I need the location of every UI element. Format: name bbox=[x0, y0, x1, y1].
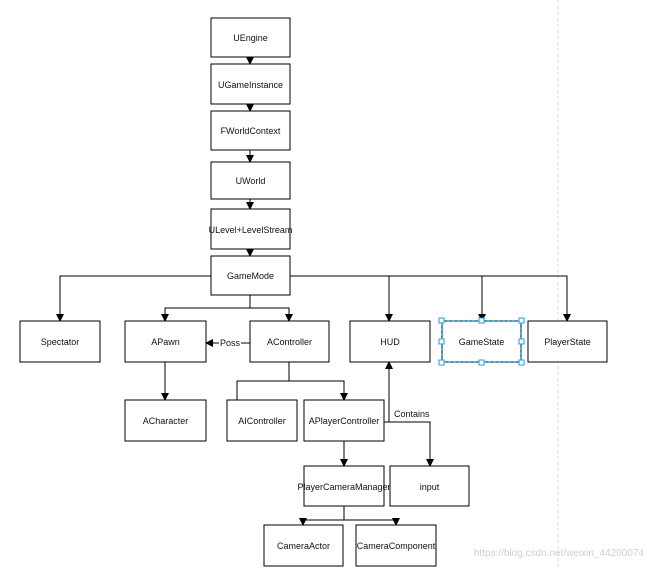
node-gamestate-label: GameState bbox=[459, 337, 505, 347]
node-input[interactable]: input bbox=[389, 465, 470, 507]
node-playerstate[interactable]: PlayerState bbox=[527, 320, 608, 363]
node-playercameramanager-label: PlayerCameraManager bbox=[297, 482, 390, 492]
node-input-label: input bbox=[420, 482, 440, 492]
selection-handle[interactable] bbox=[438, 338, 445, 345]
node-spectator-label: Spectator bbox=[41, 337, 80, 347]
edge-acontroller-aicontroller[interactable] bbox=[236, 380, 289, 400]
node-cameraactor[interactable]: CameraActor bbox=[263, 524, 344, 567]
node-uworld[interactable]: UWorld bbox=[210, 161, 291, 200]
edge-label-contains-text: Contains bbox=[394, 409, 430, 419]
edge-gamemode-gamestate[interactable] bbox=[389, 275, 486, 322]
edge-aplayercontroller-input[interactable] bbox=[389, 421, 434, 467]
node-uworld-label: UWorld bbox=[236, 176, 266, 186]
selection-handle[interactable] bbox=[518, 317, 525, 324]
node-uengine-label: UEngine bbox=[233, 33, 268, 43]
node-acharacter-label: ACharacter bbox=[143, 416, 189, 426]
watermark-text: https://blog.csdn.net/weixin_44200074 bbox=[474, 548, 645, 559]
edge-acontroller-aplayercontroller[interactable] bbox=[289, 380, 348, 401]
node-aplayercontroller-label: APlayerController bbox=[309, 416, 380, 426]
edge-gamemode-playerstate[interactable] bbox=[482, 275, 571, 322]
node-ugameinstance-label: UGameInstance bbox=[218, 80, 283, 90]
node-cameraactor-label: CameraActor bbox=[277, 541, 330, 551]
node-acharacter[interactable]: ACharacter bbox=[124, 399, 207, 442]
node-aicontroller-label: AIController bbox=[238, 416, 286, 426]
node-gamemode-label: GameMode bbox=[227, 271, 274, 281]
node-acontroller[interactable]: AController bbox=[249, 320, 330, 363]
selection-handle[interactable] bbox=[478, 359, 485, 366]
node-apawn[interactable]: APawn bbox=[124, 320, 207, 363]
node-uengine[interactable]: UEngine bbox=[210, 17, 291, 58]
edge-gamemode-hud[interactable] bbox=[290, 275, 393, 322]
node-cameracomponent[interactable]: CameraComponent bbox=[355, 524, 437, 567]
selection-handle[interactable] bbox=[438, 359, 445, 366]
node-gamemode[interactable]: GameMode bbox=[210, 255, 291, 296]
node-playerstate-label: PlayerState bbox=[544, 337, 591, 347]
edge-label-contains: Contains bbox=[394, 409, 430, 419]
node-ulevel-label: ULevel+LevelStream bbox=[209, 225, 293, 235]
node-playercameramanager[interactable]: PlayerCameraManager bbox=[297, 465, 391, 507]
node-cameracomponent-label: CameraComponent bbox=[357, 541, 436, 551]
node-hud-label: HUD bbox=[380, 337, 400, 347]
selection-handle[interactable] bbox=[518, 338, 525, 345]
node-hud[interactable]: HUD bbox=[349, 320, 431, 363]
edge-pcm-cameracomponent[interactable] bbox=[344, 518, 400, 526]
edge-label-poss-text: Poss bbox=[220, 338, 241, 348]
edge-gamemode-acontroller[interactable] bbox=[250, 307, 293, 322]
node-ugameinstance[interactable]: UGameInstance bbox=[210, 63, 291, 105]
node-fworldcontext[interactable]: FWorldContext bbox=[210, 110, 291, 151]
edge-label-poss: Poss bbox=[219, 336, 241, 349]
selection-handle[interactable] bbox=[478, 317, 485, 324]
edge-gamemode-spectator[interactable] bbox=[56, 275, 211, 322]
edge-pcm-cameraactor[interactable] bbox=[299, 518, 344, 526]
node-ulevel[interactable]: ULevel+LevelStream bbox=[209, 208, 293, 250]
edge-gamemode-apawn[interactable] bbox=[161, 307, 250, 322]
node-spectator[interactable]: Spectator bbox=[19, 320, 101, 363]
selection-handle[interactable] bbox=[518, 359, 525, 366]
selection-outline[interactable] bbox=[438, 317, 525, 366]
node-aplayercontroller[interactable]: APlayerController bbox=[303, 399, 385, 442]
node-apawn-label: APawn bbox=[151, 337, 180, 347]
edge-aplayercontroller-hud[interactable] bbox=[384, 361, 393, 423]
node-fworldcontext-label: FWorldContext bbox=[221, 126, 281, 136]
node-gamestate[interactable]: GameState bbox=[441, 320, 522, 363]
selection-handle[interactable] bbox=[438, 317, 445, 324]
edges bbox=[56, 57, 571, 526]
node-acontroller-label: AController bbox=[267, 337, 312, 347]
node-aicontroller[interactable]: AIController bbox=[226, 399, 298, 442]
